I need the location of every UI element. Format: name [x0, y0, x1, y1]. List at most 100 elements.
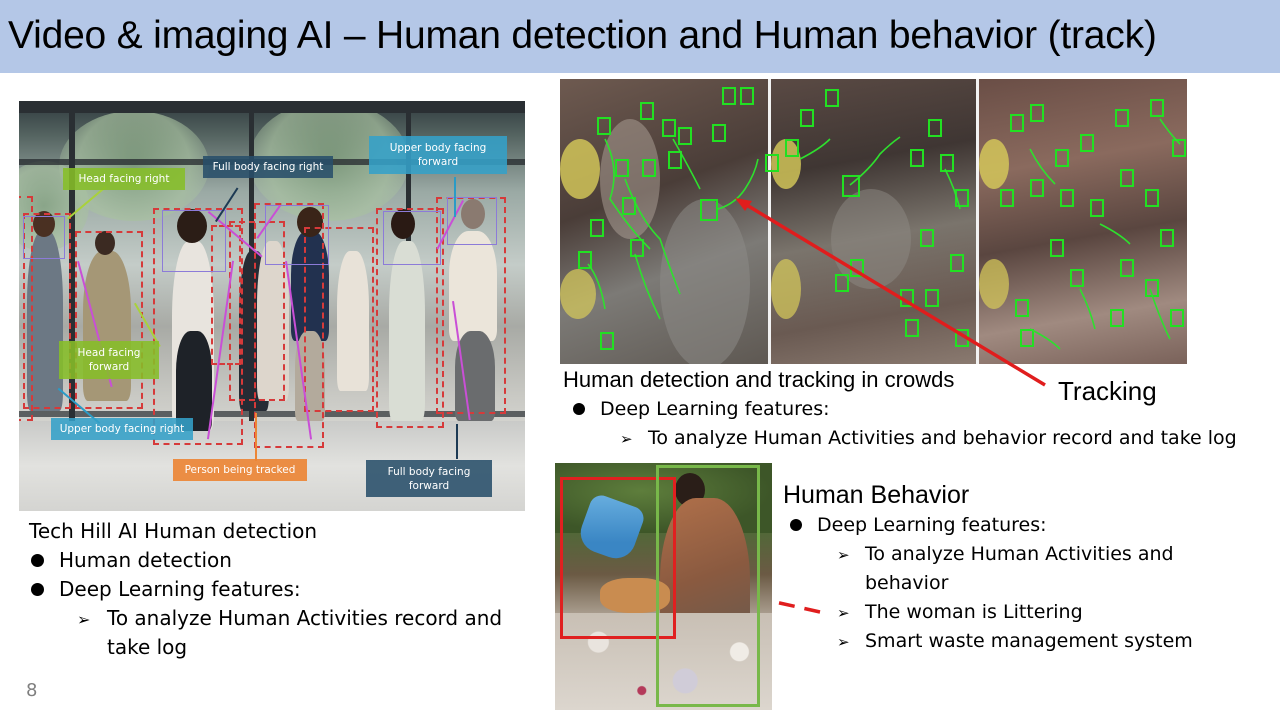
face-detection-box	[1172, 139, 1186, 157]
detection-box	[75, 231, 143, 409]
left-sub-bullet-1-continued: take log	[107, 635, 187, 659]
face-detection-box	[712, 124, 726, 142]
detection-box	[19, 196, 33, 421]
face-detection-box	[765, 154, 779, 172]
person-silhouette	[337, 251, 369, 391]
detection-box	[23, 213, 71, 409]
upper-body-box	[383, 211, 441, 265]
sub-bullet-text: behavior	[865, 572, 949, 594]
left-sub-bullet-1: ➢ To analyze Human Activities record and	[77, 606, 502, 630]
sub-bullet-text: Smart waste management system	[865, 630, 1193, 652]
face-detection-box	[1120, 169, 1134, 187]
person-head	[391, 209, 415, 239]
detection-box	[304, 227, 374, 412]
label-head-facing-right: Head facing right	[63, 168, 185, 190]
slide-number: 8	[26, 680, 38, 701]
face-detection-box	[1010, 114, 1024, 132]
left-heading: Tech Hill AI Human detection	[29, 519, 317, 543]
face-detection-box	[578, 251, 592, 269]
face-detection-box	[1090, 199, 1104, 217]
face-detection-box	[1115, 109, 1129, 127]
bullet-icon	[31, 583, 44, 596]
face-detection-box	[842, 175, 860, 197]
face-detection-box	[640, 102, 654, 120]
person-head	[177, 209, 207, 243]
behavior-bullet-1: Deep Learning features:	[790, 514, 1047, 536]
title-bar: Video & imaging AI – Human detection and…	[0, 0, 1280, 73]
behavior-heading: Human Behavior	[783, 481, 970, 509]
behavior-sub-bullet-1-continued: behavior	[865, 572, 948, 594]
face-detection-box	[800, 109, 814, 127]
label-full-body-facing-right: Full body facing right	[203, 156, 333, 178]
slide-title: Video & imaging AI – Human detection and…	[8, 14, 1157, 57]
bullet-icon	[31, 554, 44, 567]
person-silhouette	[176, 331, 212, 431]
behavior-sub-bullet-1: ➢ To analyze Human Activities and	[837, 543, 1174, 565]
face-detection-box	[785, 139, 799, 157]
face-detection-box	[615, 159, 629, 177]
face-detection-box	[678, 127, 692, 145]
bullet-icon	[790, 519, 802, 531]
face-detection-box	[622, 197, 636, 215]
face-detection-box	[1150, 99, 1164, 117]
littering-action-box	[560, 477, 676, 639]
littering-photo	[555, 463, 772, 710]
person-head	[297, 207, 323, 237]
face-detection-box	[630, 239, 644, 257]
person-silhouette	[389, 241, 425, 421]
behavior-sub-bullet-2: ➢ The woman is Littering	[837, 601, 1083, 623]
label-full-body-facing-forward: Full body facing forward	[366, 460, 492, 497]
sub-bullet-text: To analyze Human Activities record and	[107, 606, 503, 630]
office-detection-photo: Head facing right Full body facing right…	[19, 101, 525, 511]
label-pointer	[255, 413, 257, 461]
face-detection-box	[597, 117, 611, 135]
garbage-pile	[555, 613, 772, 710]
detection-box	[254, 203, 324, 448]
detection-box	[436, 197, 506, 414]
person-detection-box	[656, 465, 760, 707]
tracked-face-box	[700, 199, 718, 221]
person-head	[33, 211, 55, 237]
crowd-caption: Human detection and tracking in crowds	[563, 367, 955, 392]
arrow-bullet-icon: ➢	[620, 430, 633, 448]
head-box	[23, 216, 65, 259]
window-frame	[19, 411, 525, 417]
face-detection-box	[668, 151, 682, 169]
face-detection-box	[590, 219, 604, 237]
face-detection-box	[1170, 309, 1184, 327]
face-detection-box	[825, 89, 839, 107]
label-pointer	[456, 424, 458, 459]
face-detection-box	[1070, 269, 1084, 287]
face-detection-box	[1120, 259, 1134, 277]
face-detection-box	[910, 149, 924, 167]
face-detection-box	[1080, 134, 1094, 152]
face-detection-box	[1145, 189, 1159, 207]
detection-box	[153, 208, 243, 445]
bullet-text: Human detection	[59, 548, 232, 572]
face-detection-box	[600, 332, 614, 350]
face-detection-box	[642, 159, 656, 177]
detection-box	[229, 221, 285, 401]
sub-bullet-text: The woman is Littering	[865, 601, 1083, 623]
bullet-text: Deep Learning features:	[600, 398, 830, 420]
face-detection-box	[1110, 309, 1124, 327]
window-frame	[19, 101, 525, 113]
detection-box	[376, 208, 444, 428]
face-detection-box	[1160, 229, 1174, 247]
crowd-bullet-1: Deep Learning features:	[573, 398, 830, 420]
face-detection-box	[1055, 149, 1069, 167]
face-detection-box	[1030, 179, 1044, 197]
crowd-tracking-photo	[560, 79, 1187, 364]
face-detection-box	[722, 87, 736, 105]
face-detection-box	[662, 119, 676, 137]
left-heading-text: Tech Hill AI Human detection	[29, 519, 318, 543]
arrow-bullet-icon: ➢	[77, 610, 91, 629]
person-head	[95, 231, 115, 255]
label-upper-body-facing-right: Upper body facing right	[51, 418, 193, 440]
face-detection-box	[1060, 189, 1074, 207]
upper-body-box	[265, 205, 329, 265]
face-detection-box	[1030, 104, 1044, 122]
person-silhouette	[27, 231, 63, 411]
upper-body-box	[162, 210, 226, 272]
bullet-text: Deep Learning features:	[817, 514, 1047, 536]
